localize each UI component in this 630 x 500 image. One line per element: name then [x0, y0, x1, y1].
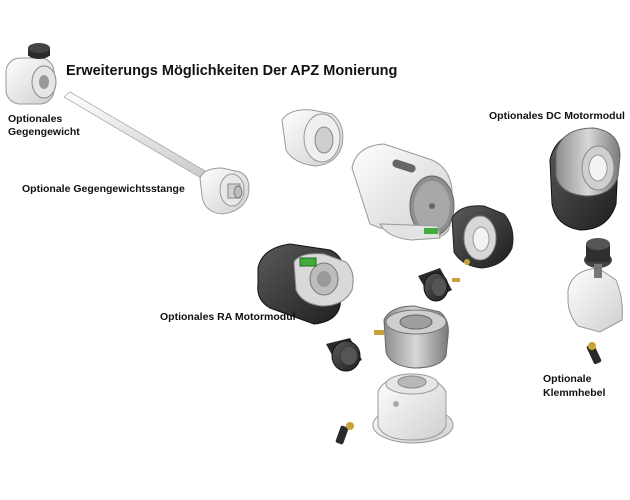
label-counterweight-line2: Gegengewicht	[8, 126, 80, 138]
ra-motor-module-part	[257, 243, 354, 325]
clamp-lever-part-2	[586, 342, 602, 365]
counterweight-part	[5, 43, 57, 105]
diagram-title: Erweiterungs Möglichkeiten Der APZ Monie…	[66, 63, 398, 79]
top-ring-part	[281, 109, 344, 167]
label-counterweight-rod: Optionale Gegengewichtsstange	[22, 183, 185, 195]
main-housing-part	[351, 143, 455, 241]
clamp-lever-part-1	[335, 422, 354, 445]
base-ring-part	[374, 305, 449, 369]
label-dc-motor-module: Optionales DC Motormodul	[489, 110, 625, 122]
label-clamp-lever-line1: Optionale	[543, 373, 592, 385]
counterweight-rod-part	[63, 91, 250, 215]
black-knob-part-2	[326, 338, 362, 372]
small-motor-part	[451, 205, 514, 269]
base-pillar-part	[372, 373, 454, 444]
label-clamp-lever-line2: Klemmhebel	[543, 387, 606, 399]
right-clamp-assembly-part	[567, 238, 623, 333]
dc-motor-module-part	[549, 127, 621, 231]
label-counterweight-line1: Optionales	[8, 113, 63, 125]
black-knob-part-1	[418, 268, 460, 302]
label-ra-motor-module: Optionales RA Motormodul	[160, 311, 296, 323]
